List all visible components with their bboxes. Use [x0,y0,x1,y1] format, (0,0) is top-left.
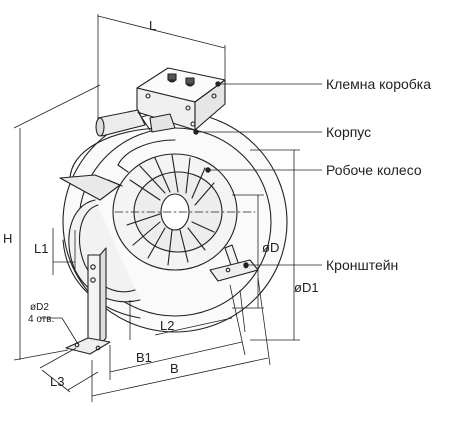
dim-L-line [97,15,226,49]
dim-label-holes: 4 отв. [28,314,54,325]
leader-housing-dot [193,129,199,135]
dim-L3-line [41,369,71,393]
dim-label-D2: øD2 [30,302,49,313]
dim-L2-ext2 [239,289,246,333]
cable-gland [95,109,176,137]
bracket-left [65,247,111,355]
dim-label-B1: B1 [136,350,152,365]
dim-B1-ext2 [229,284,246,356]
dim-B-ext2 [257,277,271,366]
dim-label-H: H [3,231,12,246]
callout-bracket: Кронштейн [326,257,398,273]
dim-label-D1: øD1 [294,280,319,295]
dim-H-ext-bottom [13,349,69,361]
dim-label-D: øD [262,240,279,255]
callout-impeller: Робоче колесо [326,162,422,178]
dim-H-ext-top [13,84,101,129]
terminal-box [136,67,226,131]
dim-label-L1: L1 [34,241,48,256]
dim-label-L3: L3 [50,374,64,389]
leader-impeller-dot [205,167,211,173]
callout-housing: Корпус [326,124,371,140]
leader-terminal-box-dot [215,81,221,87]
dim-B1-line [109,341,243,373]
dim-B-line [91,357,269,397]
dim-L3-ext [39,347,77,369]
dim-L2-line [154,317,233,336]
leader-bracket-dot [243,262,249,268]
dim-L3-ext2 [67,371,99,391]
callout-terminal-box: Клемна коробка [326,76,431,92]
dim-D2-leader [61,317,79,345]
dim-label-L: L [149,18,156,33]
dim-label-B: B [170,361,179,376]
dim-label-L2: L2 [160,318,174,333]
